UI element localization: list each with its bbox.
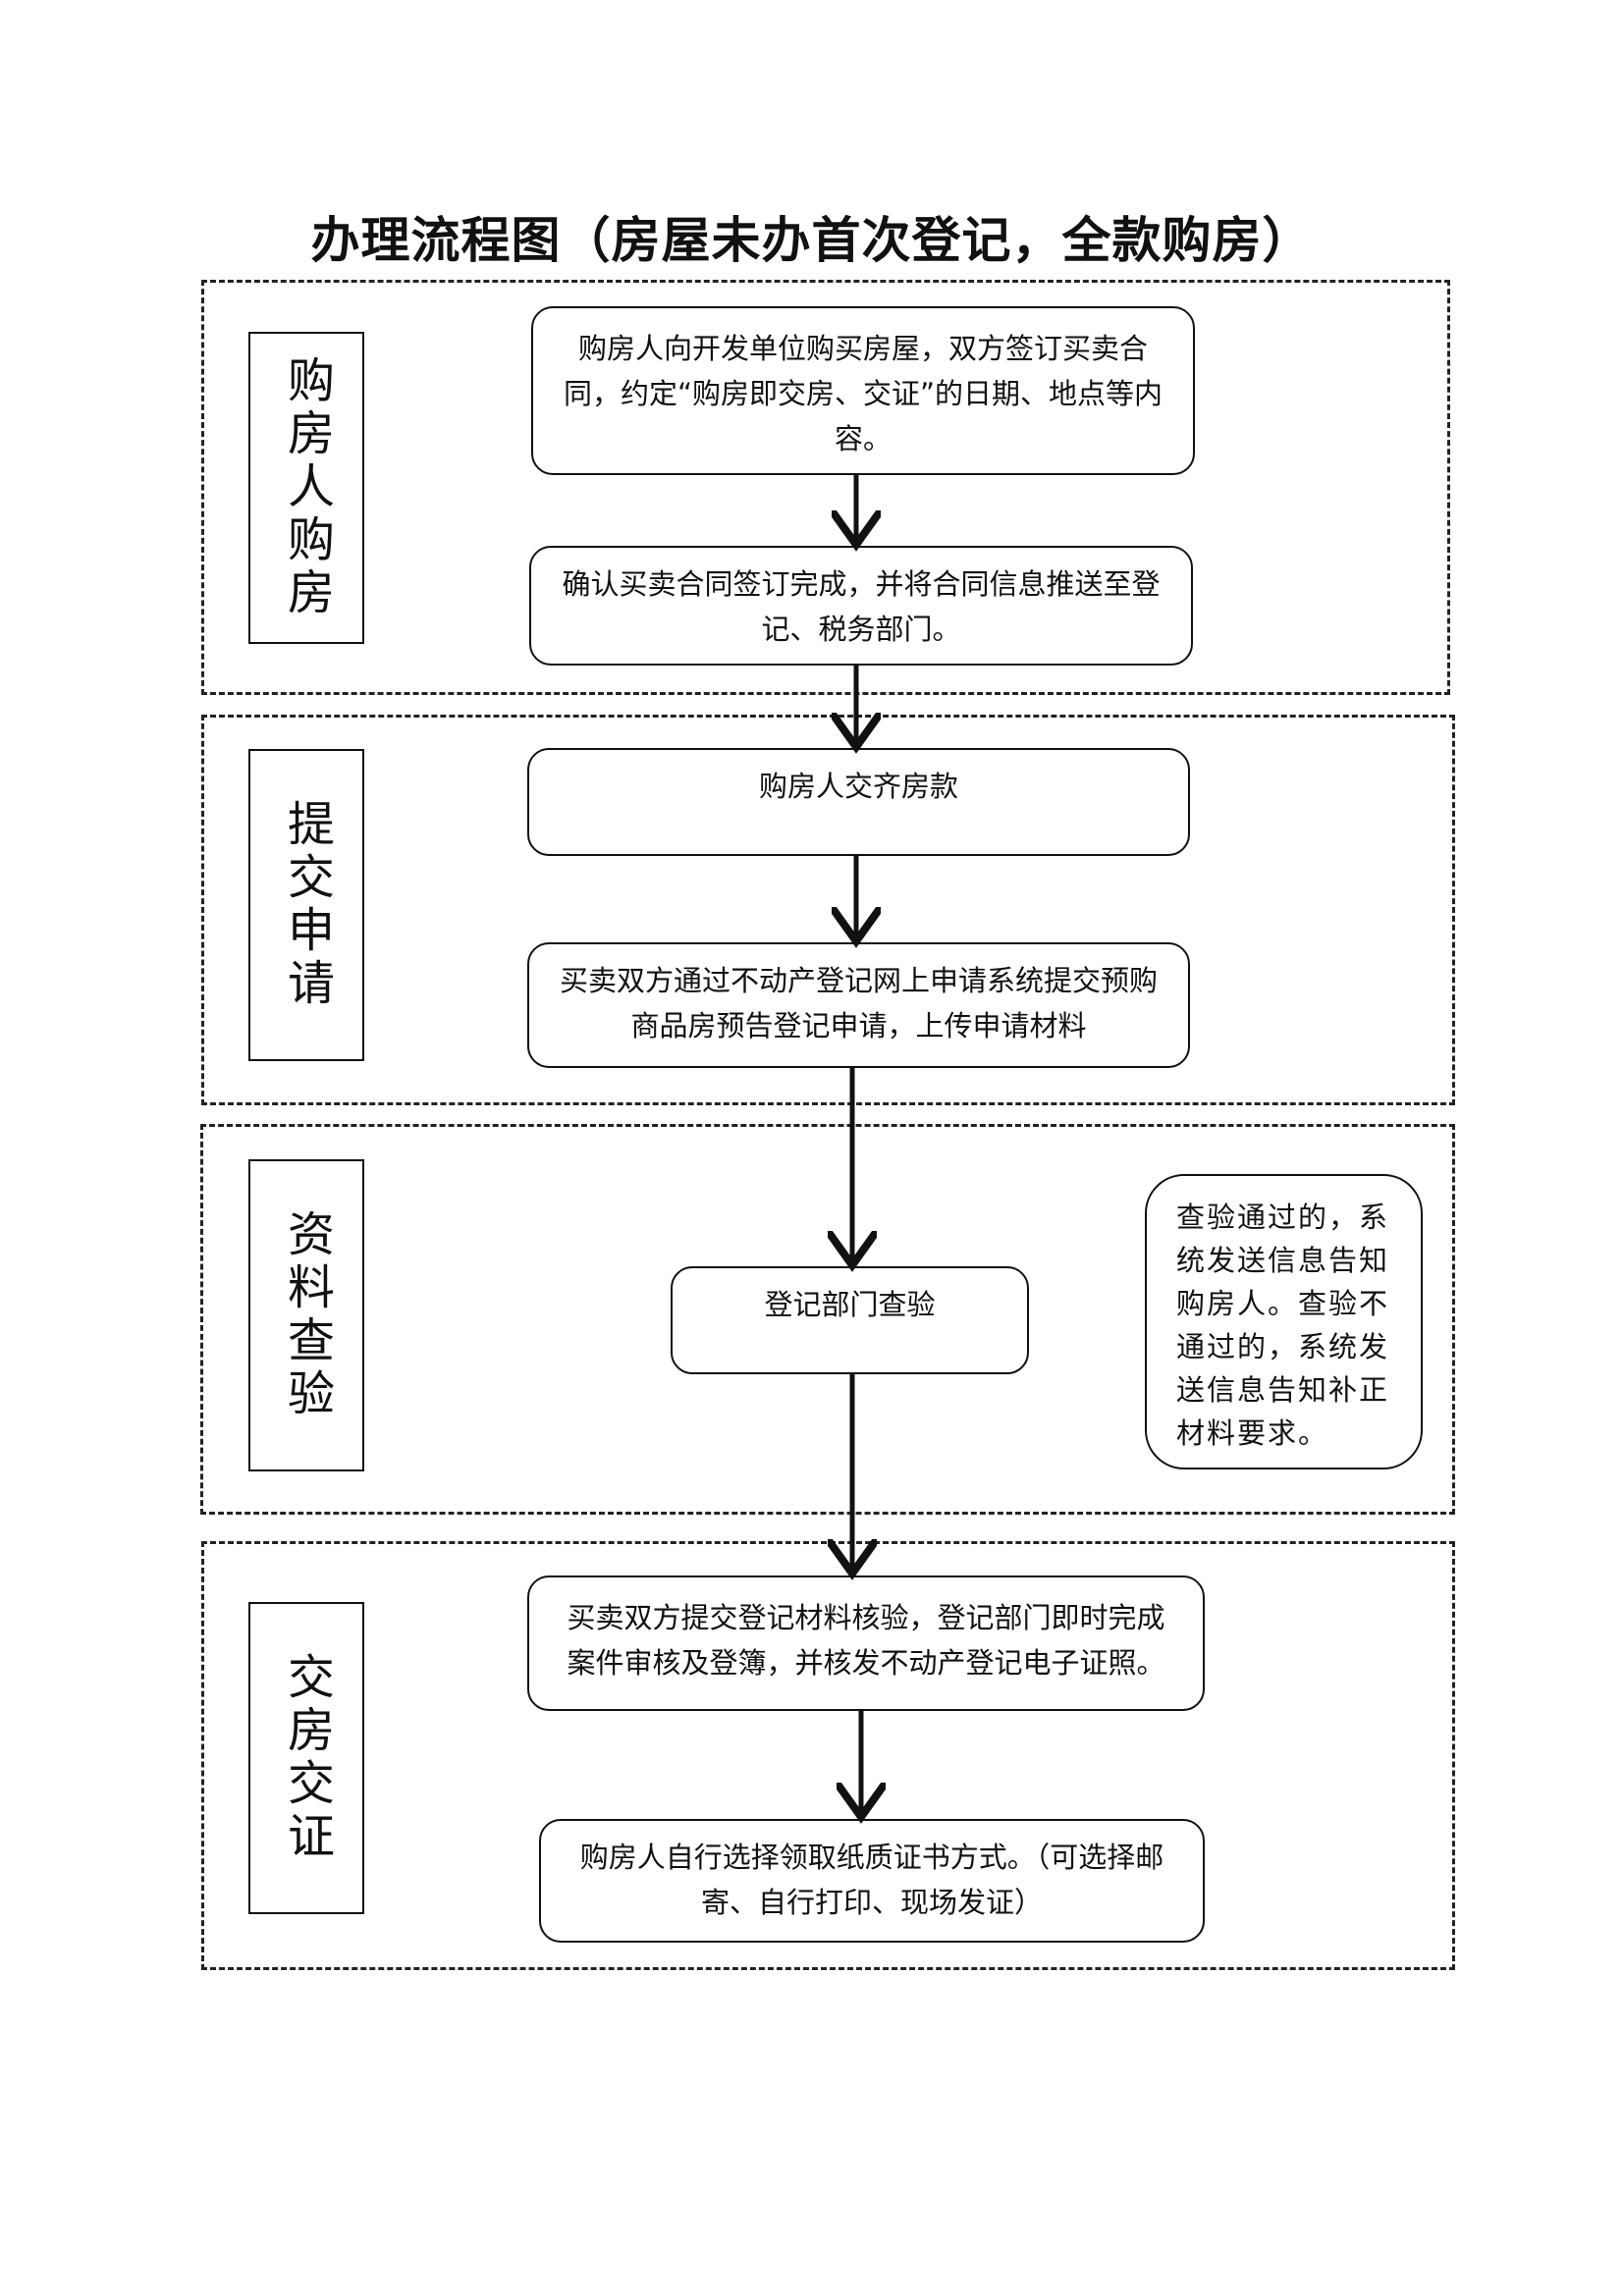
- stage-purchase-container: [201, 280, 1450, 695]
- stage-label-text: 交房交证: [279, 1652, 334, 1864]
- step-submit-verify: 买卖双方提交登记材料核验，登记部门即时完成案件审核及登簿，并核发不动产登记电子证…: [527, 1575, 1205, 1711]
- step-online-application: 买卖双方通过不动产登记网上申请系统提交预购商品房预告登记申请，上传申请材料: [527, 942, 1190, 1068]
- step-confirm-contract: 确认买卖合同签订完成，并将合同信息推送至登记、税务部门。: [529, 546, 1193, 666]
- step-text: 登记部门查验: [764, 1288, 936, 1321]
- step-sign-contract: 购房人向开发单位购买房屋，双方签订买卖合同，约定“购房即交房、交证”的日期、地点…: [531, 306, 1195, 475]
- verification-note: 查验通过的，系统发送信息告知购房人。查验不通过的，系统发送信息告知补正材料要求。: [1145, 1174, 1423, 1469]
- step-collect-certificate: 购房人自行选择领取纸质证书方式。（可选择邮寄、自行打印、现场发证）: [539, 1819, 1205, 1943]
- step-text: 买卖双方提交登记材料核验，登记部门即时完成案件审核及登簿，并核发不动产登记电子证…: [567, 1601, 1165, 1680]
- step-text: 买卖双方通过不动产登记网上申请系统提交预购商品房预告登记申请，上传申请材料: [559, 964, 1158, 1042]
- stage-label-text: 资料查验: [279, 1209, 334, 1421]
- step-text: 购房人自行选择领取纸质证书方式。（可选择邮寄、自行打印、现场发证）: [579, 1841, 1164, 1919]
- stage-application-container: [201, 715, 1455, 1105]
- page-title: 办理流程图（房屋未办首次登记，全款购房）: [310, 211, 1313, 269]
- stage-label-verification: 资料查验: [248, 1159, 364, 1471]
- stage-label-handover: 交房交证: [248, 1602, 364, 1914]
- step-pay-full: 购房人交齐房款: [527, 748, 1190, 856]
- stage-verification-container: [200, 1124, 1455, 1515]
- stage-label-application: 提交申请: [248, 749, 364, 1061]
- step-text: 确认买卖合同签订完成，并将合同信息推送至登记、税务部门。: [562, 567, 1161, 646]
- stage-label-text: 提交申请: [279, 799, 334, 1011]
- stage-label-purchase: 购房人购房: [248, 332, 364, 644]
- stage-label-text: 购房人购房: [279, 355, 334, 620]
- step-registry-check: 登记部门查验: [671, 1266, 1029, 1374]
- step-text: 购房人向开发单位购买房屋，双方签订买卖合同，约定“购房即交房、交证”的日期、地点…: [563, 332, 1163, 455]
- step-text: 购房人交齐房款: [758, 770, 958, 803]
- note-text: 查验通过的，系统发送信息告知购房人。查验不通过的，系统发送信息告知补正材料要求。: [1176, 1201, 1390, 1450]
